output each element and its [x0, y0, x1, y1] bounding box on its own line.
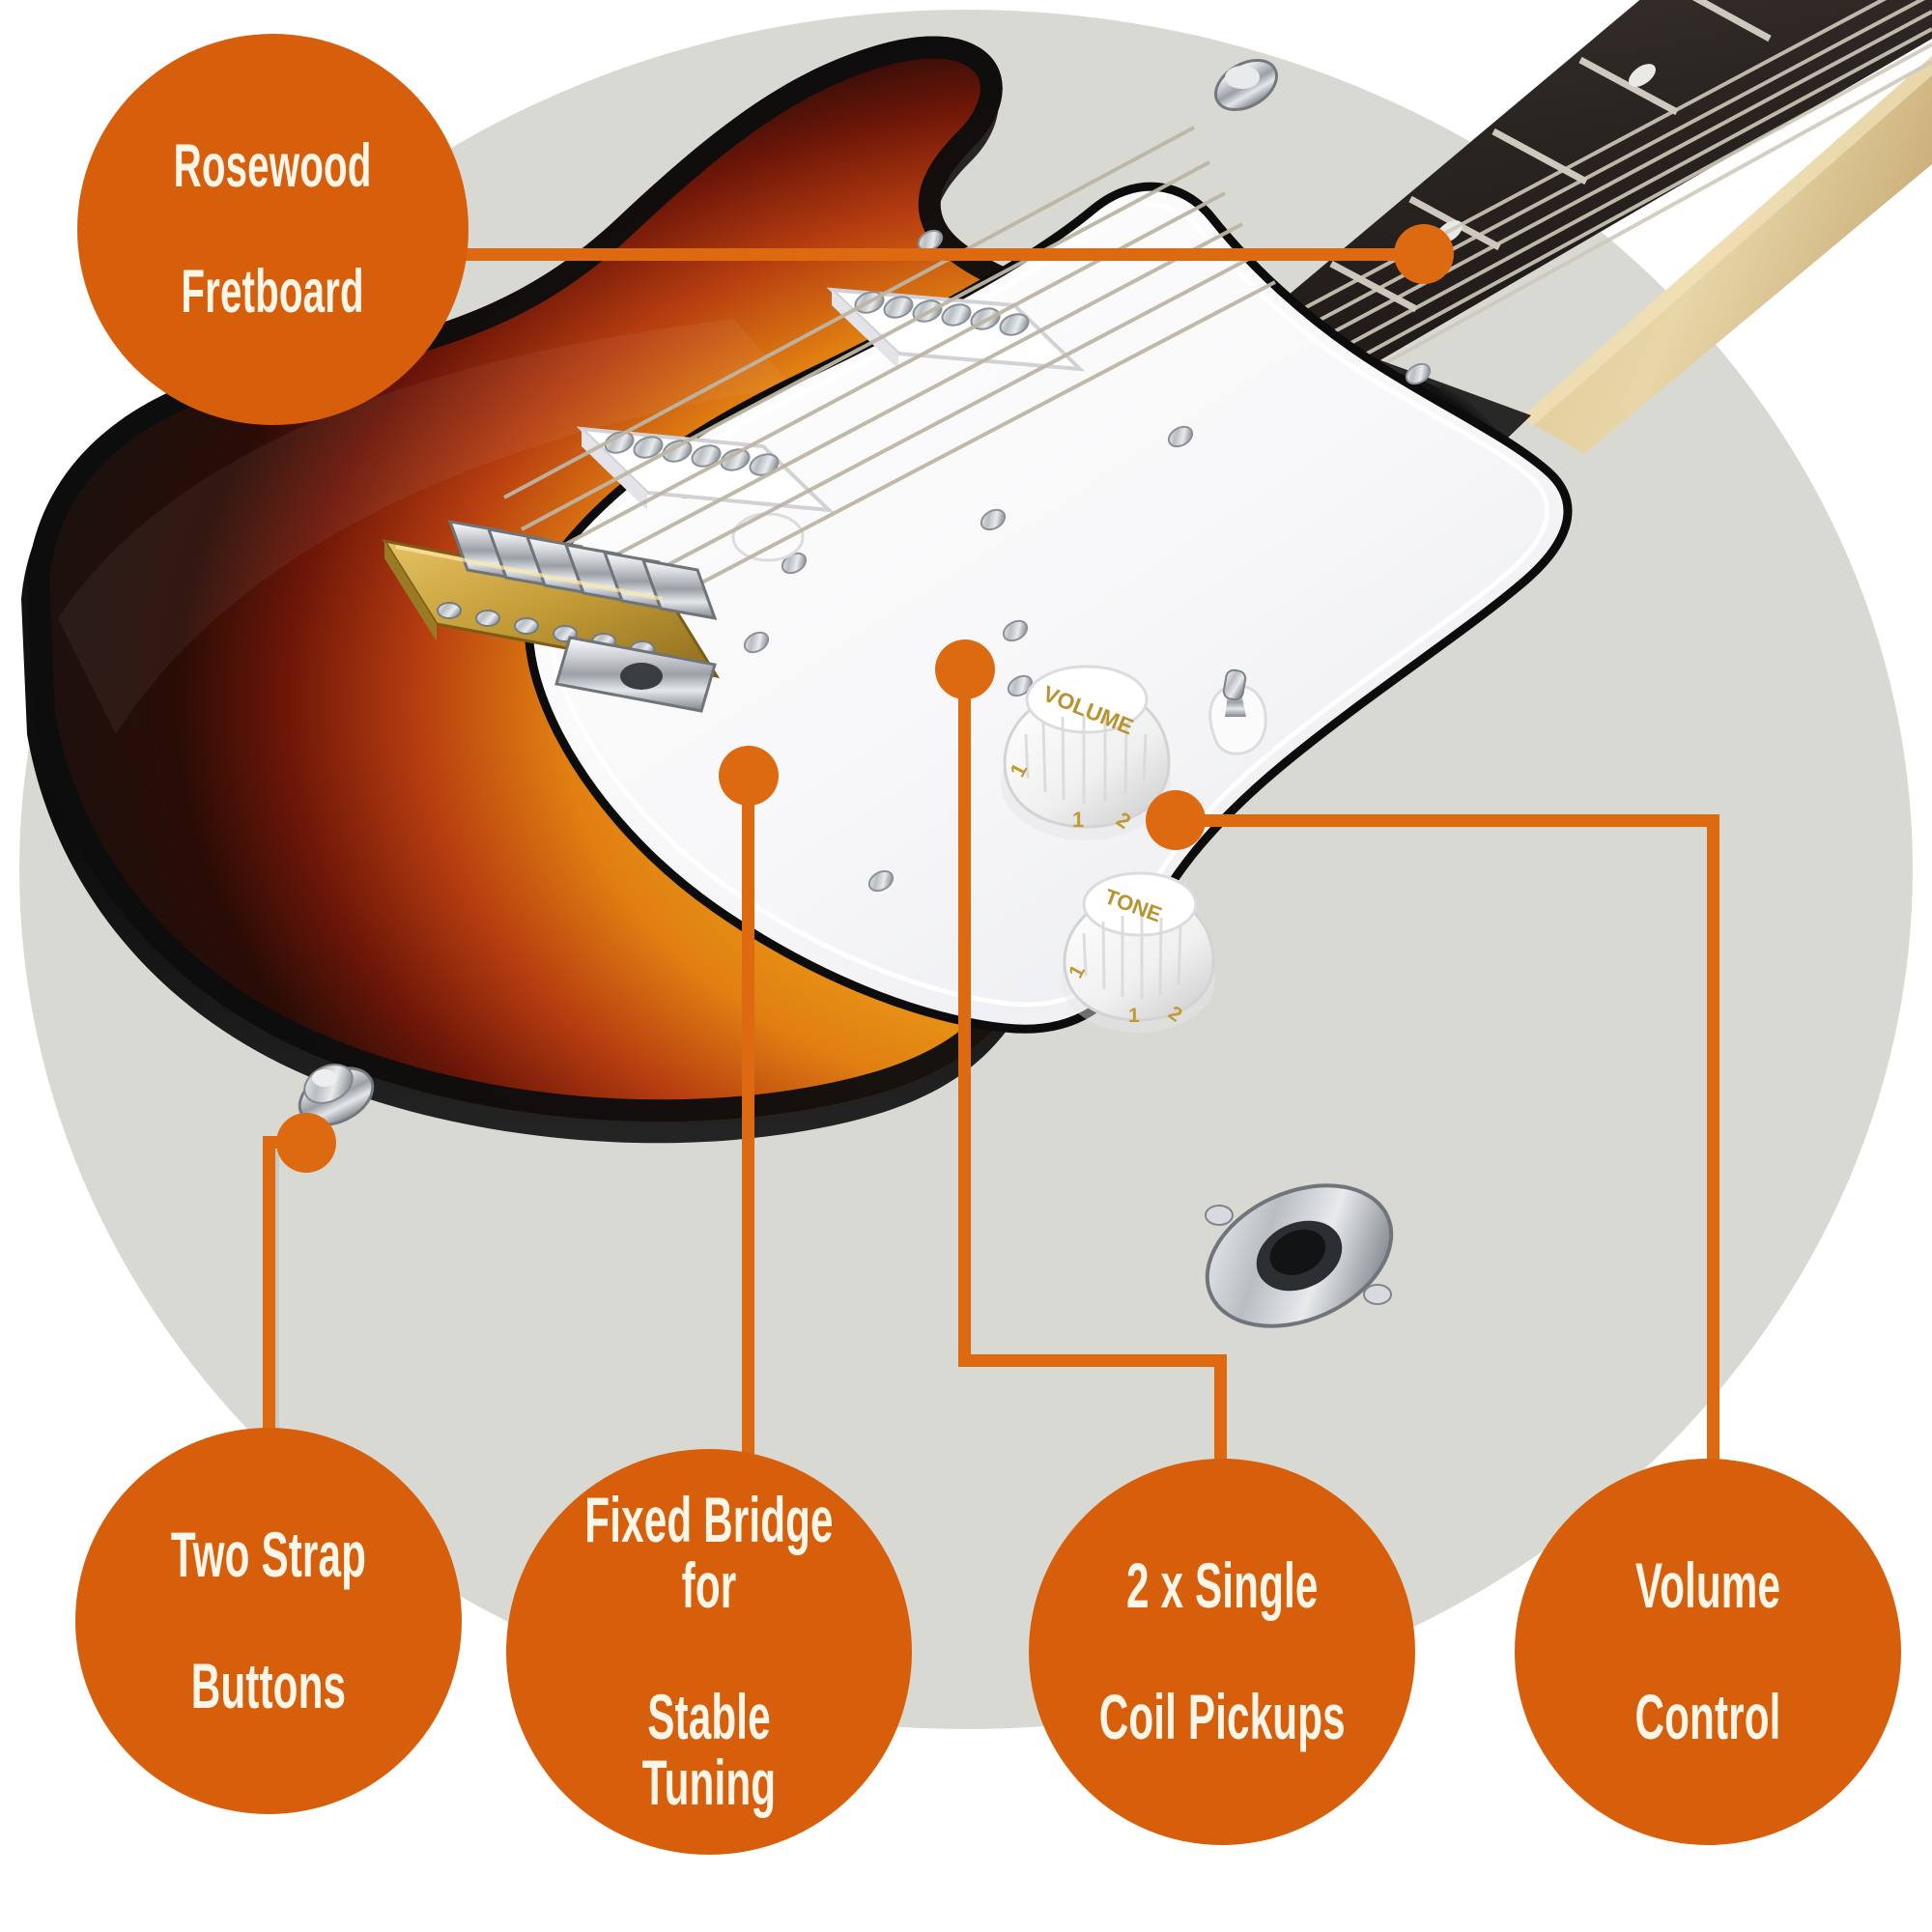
connector-bridge-vertical [742, 773, 754, 1468]
anchor-dot-strap-button [276, 1113, 336, 1173]
connector-pickups-horizontal [958, 1354, 1227, 1367]
svg-text:1: 1 [1128, 1005, 1140, 1027]
connector-volume-horizontal [1169, 814, 1719, 827]
anchor-dot-volume-knob [1146, 790, 1206, 850]
callout-line2: Stable Tuning [641, 1680, 777, 1818]
callout-volume-control[interactable]: Volume Control [1515, 1459, 1901, 1845]
callout-line1: Volume [1634, 1549, 1781, 1622]
callout-line1: Fixed Bridge for [584, 1484, 834, 1622]
callout-line2: Fretboard [181, 257, 365, 326]
callout-fixed-bridge[interactable]: Fixed Bridge for Stable Tuning [506, 1449, 912, 1855]
connector-pickups-vertical [958, 667, 971, 1367]
svg-text:1: 1 [1072, 808, 1084, 832]
bridge-graphic [381, 520, 721, 713]
callout-rosewood-fretboard[interactable]: Rosewood Fretboard [77, 34, 469, 425]
volume-knob-graphic: VOLUME 1 1 2 [1001, 665, 1171, 840]
output-jack-graphic [1205, 1183, 1394, 1328]
callout-two-strap-buttons[interactable]: Two Strap Buttons [75, 1428, 462, 1814]
anchor-dot-middle-pickup [935, 639, 995, 699]
callout-line2: Buttons [190, 1649, 347, 1721]
callout-single-coil-pickups[interactable]: 2 x Single Coil Pickups [1029, 1459, 1415, 1845]
callout-line1: Rosewood [174, 132, 372, 201]
callout-line2: Control [1634, 1680, 1781, 1752]
upper-strap-button-graphic [1214, 58, 1278, 112]
pickup-selector-graphic [1208, 668, 1267, 755]
tone-knob-graphic: TONE 1 1 2 [1061, 871, 1215, 1033]
anchor-dot-fretboard [1394, 224, 1454, 284]
callout-line1: Two Strap [170, 1519, 367, 1591]
connector-rosewood-fretboard [454, 248, 1425, 261]
callout-line1: 2 x Single [1125, 1549, 1319, 1622]
connector-two-strap-vertical [263, 1136, 275, 1464]
connector-volume-vertical [1707, 814, 1719, 1471]
neck-pickup-graphic [826, 287, 1086, 372]
anchor-dot-bridge [719, 746, 779, 806]
callout-line2: Coil Pickups [1098, 1680, 1346, 1752]
connector-pickups-vertical2 [1214, 1354, 1227, 1475]
